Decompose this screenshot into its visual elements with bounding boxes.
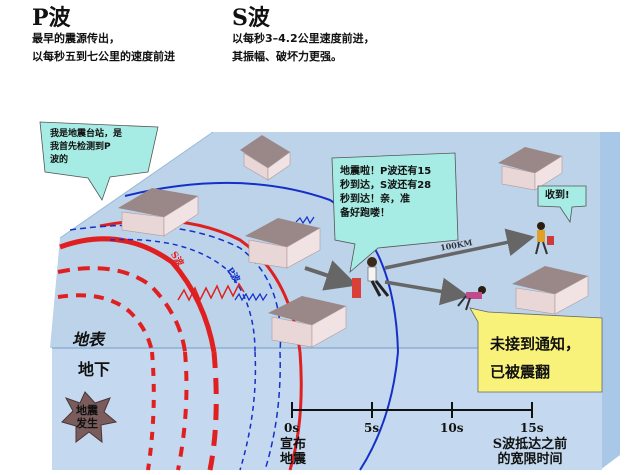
station-line-2: 我首先检测到P (50, 141, 122, 154)
announce-line-2: 地震 (278, 452, 308, 467)
p-wave-desc-2: 以每秒五到七公里的速度前进 (32, 48, 175, 66)
announce-caption: 宣布 地震 (278, 437, 308, 467)
s-wave-desc-2: 其振幅、破坏力更强。 (232, 48, 375, 66)
tick-label-0s: 0s (284, 421, 299, 435)
ground-right-face (600, 132, 620, 470)
grace-line-2: 的宽限时间 (475, 452, 585, 467)
p-wave-header: P波 最早的震源传出， 以每秒五到七公里的速度前进 (32, 6, 175, 66)
epicenter-label: 地震 发生 (76, 404, 98, 430)
s-wave-header: S波 以每秒3–4.2公里速度前进， 其振幅、破坏力更强。 (232, 6, 375, 66)
warning-line-3: 秒到达！亲，准 (340, 193, 431, 207)
s-wave-desc-1: 以每秒3–4.2公里速度前进， (232, 30, 375, 48)
warning-line-1: 地震啦！P波还有15 (340, 165, 431, 179)
s-wave-title: S波 (232, 6, 375, 30)
epicenter-line-2: 发生 (76, 417, 98, 430)
tick-label-15s: 15s (520, 421, 543, 435)
p-wave-title: P波 (32, 6, 175, 30)
grace-line-1: S波抵达之前 (475, 437, 585, 452)
surface-label: 地表 (72, 326, 104, 350)
p-wave-desc-1: 最早的震源传出， (32, 30, 175, 48)
tick-label-5s: 5s (364, 421, 379, 435)
underground-label: 地下 (78, 356, 110, 380)
not-notified-line-1: 未接到通知， (490, 330, 580, 358)
epicenter-line-1: 地震 (76, 404, 98, 417)
station-bubble-text: 我是地震台站，是 我首先检测到P 波的 (50, 128, 122, 167)
station-line-1: 我是地震台站，是 (50, 128, 122, 141)
warning-line-2: 秒到达，S波还有28 (340, 179, 431, 193)
warning-bubble-text: 地震啦！P波还有15 秒到达，S波还有28 秒到达！亲，准 备好跑喽！ (340, 165, 431, 221)
not-notified-line-2: 已被震翻 (490, 358, 580, 386)
announce-line-1: 宣布 (278, 437, 308, 452)
received-bubble-text: 收到! (545, 189, 570, 203)
not-notified-text: 未接到通知， 已被震翻 (490, 330, 580, 386)
station-line-3: 波的 (50, 154, 122, 167)
tick-label-10s: 10s (440, 421, 463, 435)
grace-window-caption: S波抵达之前 的宽限时间 (475, 437, 585, 467)
warning-line-4: 备好跑喽！ (340, 207, 431, 221)
